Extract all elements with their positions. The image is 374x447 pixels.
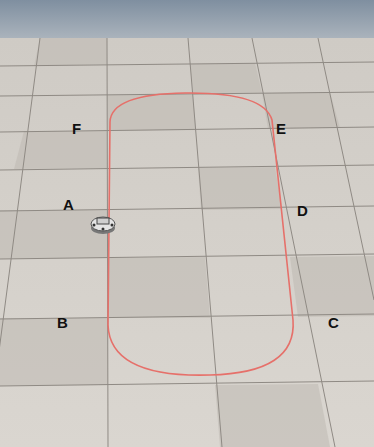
tile-grid (0, 38, 374, 447)
point-label: D (297, 203, 308, 218)
point-label: A (63, 197, 74, 212)
floor (0, 38, 374, 447)
point-label: B (57, 315, 68, 330)
floor-tiles (0, 38, 374, 447)
point-label: E (276, 121, 286, 136)
point-label: F (72, 121, 81, 136)
sky (0, 0, 374, 38)
point-label: C (328, 315, 339, 330)
track-line (108, 93, 293, 375)
robot-symbol (91, 217, 115, 234)
